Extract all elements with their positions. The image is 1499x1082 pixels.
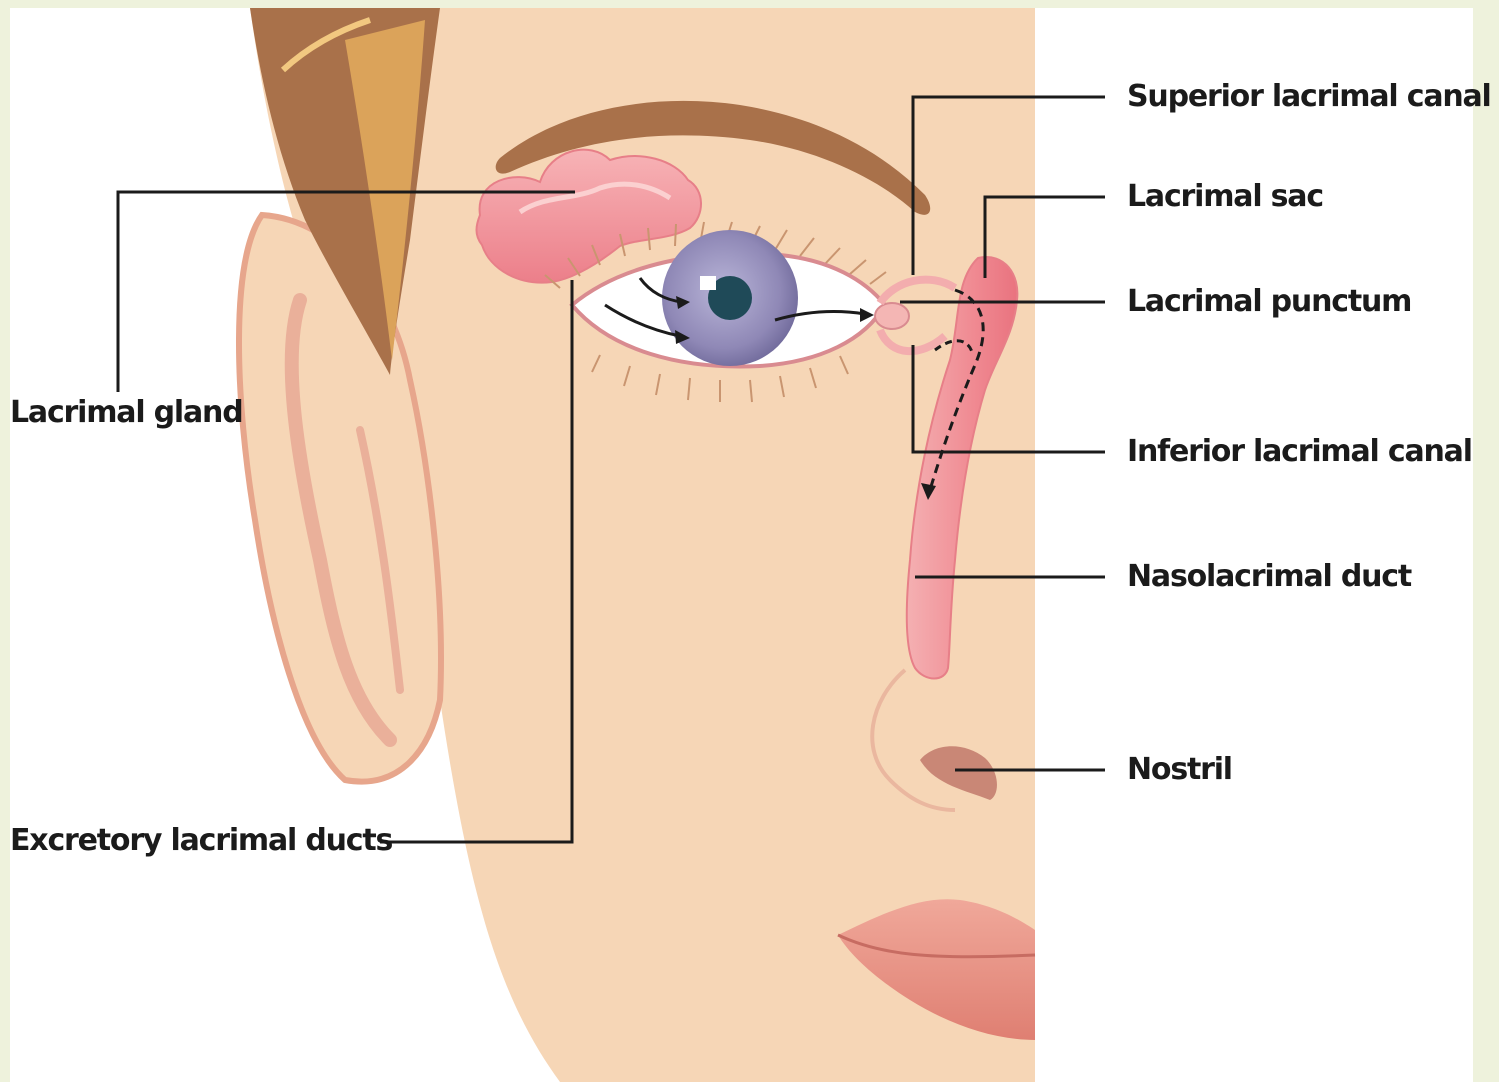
label-nostril: Nostril <box>1127 755 1232 785</box>
label-excretory-lacrimal-ducts: Excretory lacrimal ducts <box>10 826 392 856</box>
label-lacrimal-punctum: Lacrimal punctum <box>1127 287 1411 317</box>
label-inferior-lacrimal-canal: Inferior lacrimal canal <box>1127 437 1472 467</box>
label-nasolacrimal-duct: Nasolacrimal duct <box>1127 562 1411 592</box>
eye-highlight <box>700 276 716 290</box>
label-lacrimal-gland: Lacrimal gland <box>10 398 243 428</box>
label-lacrimal-sac: Lacrimal sac <box>1127 182 1323 212</box>
lacrimal-punctum-shape <box>875 303 909 329</box>
label-superior-lacrimal-canal: Superior lacrimal canal <box>1127 82 1491 112</box>
